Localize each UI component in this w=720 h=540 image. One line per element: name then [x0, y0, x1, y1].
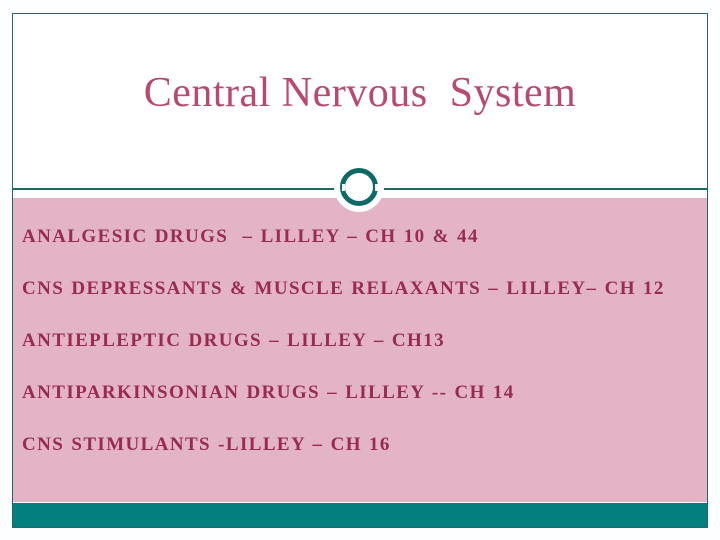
bullet-analgesic-drugs: ANALGESIC DRUGS – LILLEY – CH 10 & 44: [22, 226, 479, 247]
bullet-cns-stimulants: CNS STIMULANTS -LILLEY – CH 16: [22, 434, 391, 455]
ring-notch-left: [341, 184, 345, 191]
bottom-accent-bar: [13, 503, 707, 527]
ring-notch-right: [374, 184, 378, 191]
circle-ring-icon: [340, 168, 378, 206]
slide-frame: Central Nervous System ANALGESIC DRUGS –…: [12, 13, 708, 528]
bullet-antiepleptic-drugs: ANTIEPLEPTIC DRUGS – LILLEY – CH13: [22, 330, 445, 351]
bullet-cns-depressants: CNS DEPRESSANTS & MUSCLE RELAXANTS – LIL…: [22, 278, 665, 299]
bullet-antiparkinsonian-drugs: ANTIPARKINSONIAN DRUGS – LILLEY -- CH 14: [22, 382, 515, 403]
content-panel: ANALGESIC DRUGS – LILLEY – CH 10 & 44 CN…: [13, 198, 707, 502]
slide-title: Central Nervous System: [143, 70, 577, 116]
